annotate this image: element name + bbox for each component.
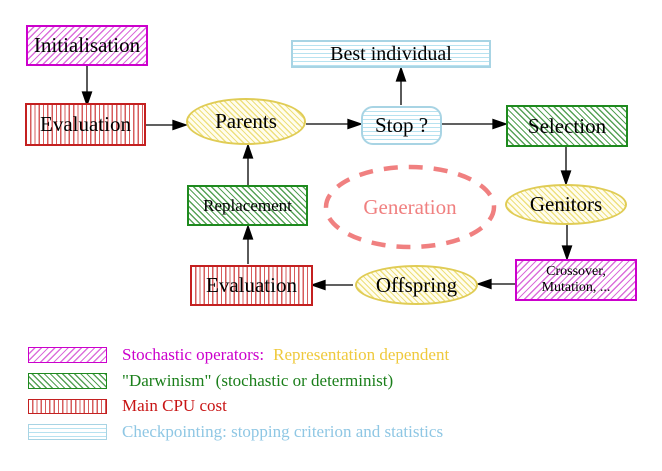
legend-swatch-cyan-stripes [28, 424, 107, 440]
arrow-genitors-to-crossover [561, 225, 573, 261]
legend-swatch-magenta-hatch [28, 347, 107, 363]
legend-row-main-cpu-cost: Main CPU cost [28, 396, 227, 416]
node-parents: Parents [186, 98, 306, 145]
node-initialisation: Initialisation [26, 25, 148, 66]
node-evaluation-top: Evaluation [25, 103, 146, 146]
arrow-parents-to-stop [306, 118, 363, 130]
node-evaluation-bottom-label: Evaluation [206, 273, 297, 297]
node-genitors-label: Genitors [529, 192, 603, 216]
node-replacement-label: Replacement [203, 195, 292, 215]
node-parents-label: Parents [215, 109, 277, 133]
node-stop-label: Stop ? [374, 113, 429, 137]
node-selection-label: Selection [527, 113, 607, 138]
legend-label-darwinism: "Darwinism" (stochastic or determinist) [122, 371, 394, 390]
node-offspring-label: Offspring [375, 272, 458, 297]
generation-label: Generation [363, 194, 457, 219]
generation-label-container: Generation [324, 166, 496, 248]
node-crossover-mutation: Crossover, Mutation, ... [515, 259, 637, 301]
arrow-crossover-to-offspring [476, 278, 515, 290]
arrow-initialisation-to-evaluation [81, 66, 93, 107]
node-best-individual: Best individual [291, 40, 491, 68]
node-best-individual-label: Best individual [330, 42, 452, 65]
legend-label-representation-dependent: Representation dependent [273, 345, 450, 364]
legend-row-checkpointing: Checkpointing: stopping criterion and st… [28, 422, 443, 442]
legend-row-stochastic-operators: Stochastic operators: Representation dep… [28, 345, 449, 365]
arrow-evaluation-to-replacement [242, 224, 254, 264]
legend-row-darwinism: "Darwinism" (stochastic or determinist) [28, 371, 393, 391]
legend-label-checkpointing: Checkpointing: stopping criterion and st… [122, 422, 444, 441]
arrow-offspring-to-evaluation [310, 279, 353, 291]
arrow-stop-to-selection [442, 118, 508, 130]
legend-swatch-green-hatch [28, 373, 107, 389]
node-crossover-line2: Mutation, ... [541, 280, 611, 295]
node-crossover-line1: Crossover, [546, 264, 606, 279]
node-replacement: Replacement [187, 185, 308, 226]
legend-swatch-red-stripes [28, 398, 107, 414]
node-offspring: Offspring [355, 265, 478, 305]
arrow-replacement-to-parents [242, 143, 254, 185]
legend-label-stochastic-operators: Stochastic operators: [122, 345, 265, 364]
legend-label-main-cpu-cost: Main CPU cost [122, 396, 227, 415]
node-evaluation-top-label: Evaluation [40, 112, 131, 136]
node-evaluation-bottom: Evaluation [190, 265, 313, 306]
node-selection: Selection [506, 105, 628, 147]
arrow-evaluation-to-parents [146, 119, 188, 131]
arrow-stop-to-best-individual [395, 66, 407, 105]
node-stop: Stop ? [361, 106, 442, 145]
arrow-selection-to-genitors [560, 147, 572, 186]
node-initialisation-label: Initialisation [33, 33, 141, 57]
node-genitors: Genitors [505, 184, 627, 225]
